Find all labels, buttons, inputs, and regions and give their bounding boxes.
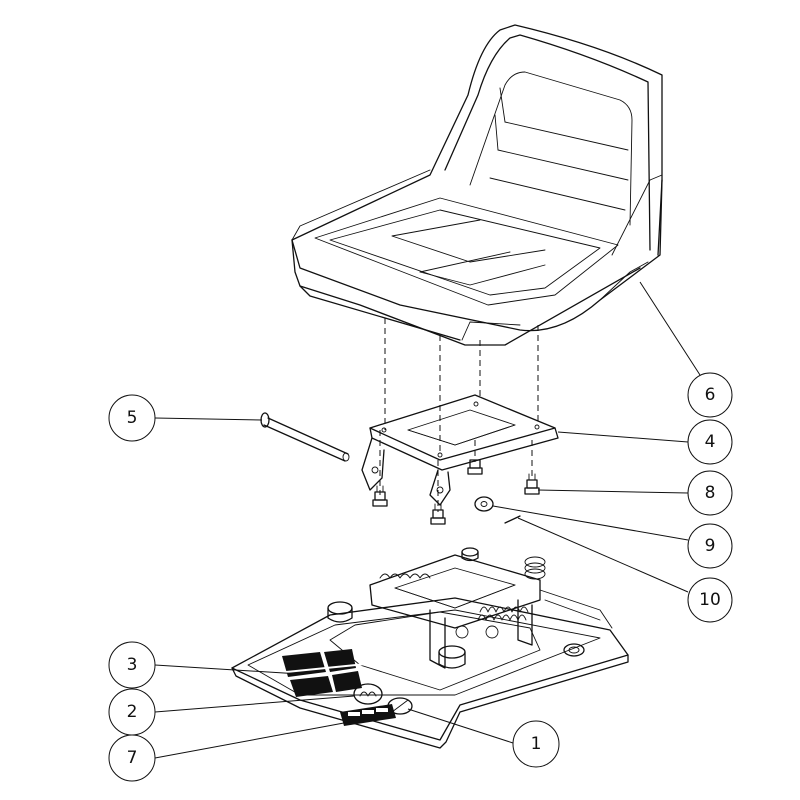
callout-2-label: 2 — [127, 702, 138, 722]
mount-hole-right — [563, 643, 585, 657]
switch-part-1 — [387, 697, 413, 715]
callout-2: 2 — [108, 688, 156, 736]
washer-part-9 — [474, 496, 494, 512]
callout-9-label: 9 — [705, 536, 716, 556]
serial-label-part-7 — [340, 704, 396, 726]
callout-5: 5 — [108, 394, 156, 442]
callout-5-label: 5 — [127, 408, 138, 428]
round-decal-part-2 — [353, 683, 383, 705]
callout-10: 10 — [687, 577, 733, 623]
spring-coil-top — [524, 556, 546, 580]
bolts-part-8 — [372, 459, 540, 525]
assembly-lines — [379, 318, 539, 512]
adjust-knob-left — [327, 601, 353, 623]
callout-7: 7 — [108, 734, 156, 782]
adjust-knob-front — [438, 645, 466, 669]
pivot-pin-part-5 — [260, 412, 350, 462]
callout-9: 9 — [687, 523, 733, 569]
warning-decal-part-3 — [275, 649, 367, 697]
adjust-knob-rear — [461, 547, 479, 562]
leader-lines — [154, 281, 701, 759]
callout-8: 8 — [687, 470, 733, 516]
callout-6: 6 — [687, 372, 733, 418]
callout-8-label: 8 — [705, 483, 716, 503]
cotter-pin-part-10 — [504, 515, 521, 524]
callout-1-label: 1 — [531, 734, 542, 754]
callout-7-label: 7 — [127, 748, 138, 768]
callout-3-label: 3 — [127, 655, 138, 675]
callout-4-label: 4 — [705, 432, 716, 452]
seat-part-6 — [291, 24, 663, 346]
callout-4: 4 — [687, 419, 733, 465]
callout-6-label: 6 — [705, 385, 716, 405]
callout-3: 3 — [108, 641, 156, 689]
callout-1: 1 — [512, 720, 560, 768]
suspension-base — [231, 547, 629, 749]
callout-10-label: 10 — [699, 590, 721, 610]
mount-bracket-part-4 — [361, 394, 559, 506]
